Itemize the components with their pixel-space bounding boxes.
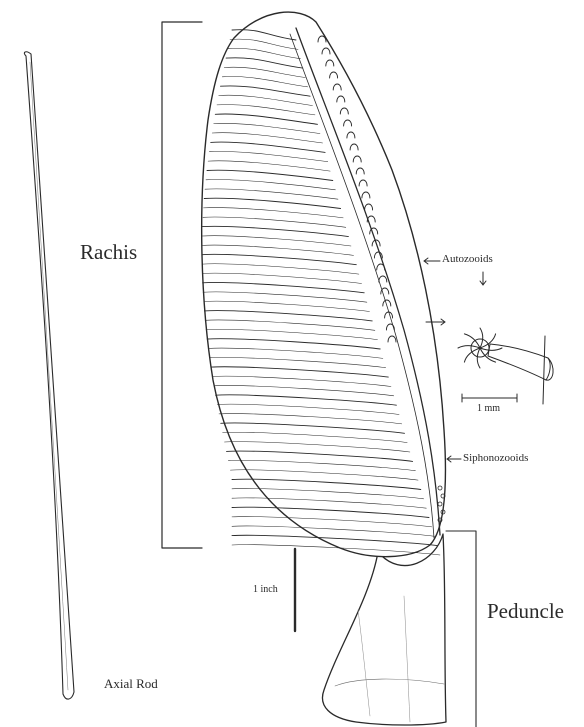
autozooid-tip — [347, 132, 355, 138]
rachis-bracket — [162, 22, 202, 548]
autozooid-tip — [359, 180, 367, 186]
autozooid-tip — [350, 144, 358, 150]
mm-scale-bar — [462, 394, 517, 402]
rachis-drawing — [202, 12, 446, 557]
autozooid-tip — [353, 156, 361, 162]
magnified-autozooid — [458, 328, 553, 404]
rachis-label: Rachis — [80, 242, 137, 263]
autozooid-tip — [318, 36, 326, 42]
autozooid-tip — [337, 96, 345, 102]
axial-rod-drawing — [24, 52, 74, 699]
autozooid-tip — [340, 108, 348, 114]
autozooid-tip — [333, 84, 341, 90]
autozooid-tip — [322, 48, 330, 54]
siphonozooids-arrow — [447, 456, 461, 462]
mm-scale-label: 1 mm — [477, 404, 500, 414]
autozooid-tip — [365, 204, 373, 210]
autozooid-tip — [388, 336, 396, 342]
peduncle-drawing — [322, 534, 446, 725]
autozooid-tip — [356, 168, 364, 174]
axial-rod-label: Axial Rod — [104, 677, 158, 690]
inch-scale-label: 1 inch — [253, 585, 278, 595]
siphonozooids-label: Siphonozooids — [463, 453, 528, 464]
autozooids-label: Autozooids — [442, 254, 493, 265]
autozooid-tip — [362, 192, 370, 198]
autozooid-tip — [344, 120, 352, 126]
autozooid-tip — [330, 72, 338, 78]
peduncle-bracket — [446, 531, 476, 727]
peduncle-label: Peduncle — [487, 601, 564, 622]
autozooid-tip — [326, 60, 334, 66]
autozooid-tip — [379, 276, 387, 282]
autozooid-tip — [385, 312, 393, 318]
